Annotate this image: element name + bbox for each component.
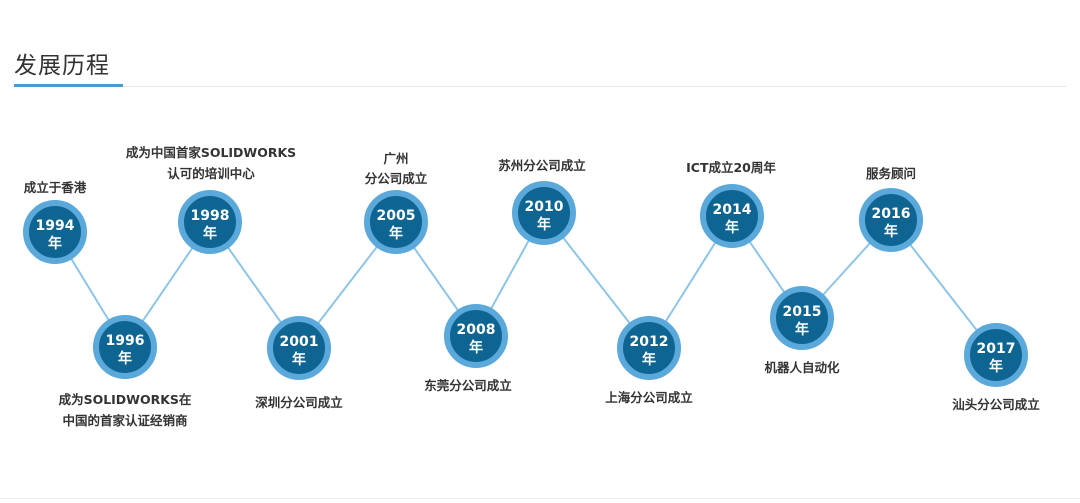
milestone-year: 2014 — [713, 202, 752, 218]
milestone-year-unit: 年 — [118, 350, 132, 367]
milestone-circle — [512, 181, 576, 245]
milestone-caption-2005: 广州分公司成立 — [365, 151, 428, 186]
milestone-caption-line: 机器人自动化 — [764, 360, 840, 375]
milestone-year: 2008 — [457, 322, 496, 338]
milestone-year: 2001 — [280, 334, 319, 350]
milestone-year: 1994 — [36, 218, 75, 234]
milestone-caption-2008: 东莞分公司成立 — [424, 378, 512, 393]
milestone-caption-1998: 成为中国首家SOLIDWORKS 认可的培训中心 — [126, 145, 296, 181]
section-title: 发展历程 — [14, 53, 110, 79]
milestone-year-unit: 年 — [203, 225, 217, 242]
milestone-circle — [700, 184, 764, 248]
title-underline — [14, 84, 123, 87]
timeline-nodes: 1994年1996年1998年2001年2005年2008年2010年2012年… — [23, 181, 1028, 387]
milestone-year-unit: 年 — [725, 219, 739, 236]
milestone-circle — [178, 190, 242, 254]
header-divider — [14, 86, 1066, 87]
milestone-caption-line: 认可的培训中心 — [167, 166, 255, 181]
milestone-year: 2017 — [977, 341, 1016, 357]
milestone-caption-2016: 服务顾问 — [866, 166, 916, 181]
milestone-caption-2015: 机器人自动化 — [764, 360, 840, 375]
milestone-year: 2010 — [525, 199, 564, 215]
milestone-caption-line: 深圳分公司成立 — [255, 395, 343, 410]
milestone-caption-line: 成为中国首家SOLIDWORKS — [126, 145, 296, 160]
milestone-year-unit: 年 — [537, 216, 551, 233]
milestone-year: 2012 — [630, 334, 669, 350]
milestone-caption-line: 东莞分公司成立 — [424, 378, 512, 393]
milestone-caption-line: 广州 — [383, 151, 408, 166]
milestone-year: 1996 — [106, 333, 145, 349]
milestone-circle — [364, 190, 428, 254]
milestone-caption-line: 成为SOLIDWORKS在 — [59, 392, 192, 407]
milestone-year-unit: 年 — [884, 223, 898, 240]
milestone-caption-2017: 汕头分公司成立 — [952, 397, 1040, 412]
milestone-caption-line: 中国的首家认证经销商 — [62, 413, 187, 428]
milestone-year: 2005 — [377, 208, 416, 224]
milestone-caption-2010: 苏州分公司成立 — [498, 158, 586, 173]
milestone-caption-line: 上海分公司成立 — [605, 390, 693, 405]
milestone-year-unit: 年 — [469, 339, 483, 356]
milestone-circle — [617, 316, 681, 380]
milestone-caption-2014: ICT成立20周年 — [686, 160, 776, 175]
milestone-caption-2012: 上海分公司成立 — [605, 390, 693, 405]
milestone-circle — [859, 188, 923, 252]
section-header: 发展历程 — [0, 0, 1080, 90]
milestone-caption-line: 汕头分公司成立 — [952, 397, 1040, 412]
milestone-year-unit: 年 — [795, 321, 809, 338]
bottom-divider — [0, 498, 1080, 499]
milestone-circle — [23, 200, 87, 264]
milestone-caption-line: 苏州分公司成立 — [498, 158, 586, 173]
milestone-year: 1998 — [191, 208, 230, 224]
milestone-year-unit: 年 — [48, 235, 62, 252]
milestone-circle — [93, 315, 157, 379]
milestone-year-unit: 年 — [642, 351, 656, 368]
milestone-year-unit: 年 — [989, 358, 1003, 375]
milestone-caption-1994: 成立于香港 — [24, 180, 87, 195]
milestone-year-unit: 年 — [292, 351, 306, 368]
milestone-caption-2001: 深圳分公司成立 — [255, 395, 343, 410]
milestone-circle — [770, 286, 834, 350]
milestone-caption-line: 成立于香港 — [24, 180, 87, 195]
milestone-year: 2015 — [783, 304, 822, 320]
milestone-year-unit: 年 — [389, 225, 403, 242]
milestone-circle — [267, 316, 331, 380]
milestone-caption-1996: 成为SOLIDWORKS在中国的首家认证经销商 — [59, 392, 192, 428]
milestone-caption-line: 分公司成立 — [365, 171, 428, 186]
milestone-caption-line: ICT成立20周年 — [686, 160, 776, 175]
milestone-circle — [444, 304, 508, 368]
milestone-caption-line: 服务顾问 — [866, 166, 916, 181]
milestone-year: 2016 — [872, 206, 911, 222]
milestone-circle — [964, 323, 1028, 387]
